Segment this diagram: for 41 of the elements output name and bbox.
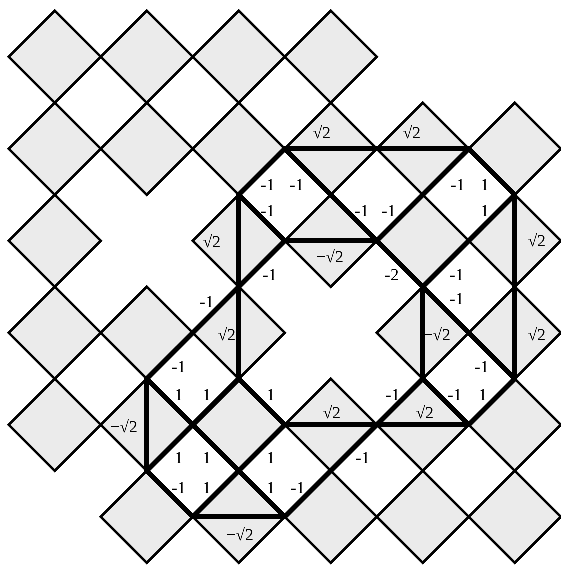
weight-label: 1 (202, 386, 212, 404)
weight-label: √2 (323, 404, 341, 422)
weight-label: 1 (478, 386, 488, 404)
weight-label: √2 (528, 326, 546, 344)
weight-label: √2 (528, 232, 546, 250)
weight-label: -1 (260, 176, 276, 194)
weight-label: 1 (202, 480, 212, 496)
weight-label: √2 (416, 404, 434, 422)
weight-label: -1 (450, 290, 464, 308)
weight-label: -1 (172, 358, 186, 376)
weight-label: 1 (202, 450, 212, 466)
weight-label: -2 (384, 266, 400, 284)
weight-label: 1 (266, 386, 276, 404)
weight-label: -1 (290, 480, 306, 496)
weight-label: -1 (450, 176, 466, 194)
weight-label: -1 (356, 450, 370, 466)
weight-label: −√2 (316, 248, 344, 266)
weight-label: √2 (203, 234, 221, 250)
weight-label: √2 (403, 124, 421, 142)
weight-label: 1 (174, 450, 184, 466)
weight-label: 1 (174, 386, 184, 404)
weight-label: -1 (200, 294, 214, 310)
weight-label: √2 (313, 124, 331, 142)
weight-label: -1 (354, 202, 370, 220)
weight-label: 1 (266, 450, 276, 466)
weight-label: -1 (474, 358, 490, 376)
weight-label: −√2 (110, 418, 138, 436)
weight-label: √2 (218, 326, 236, 344)
weight-label: 1 (266, 480, 276, 496)
weight-label: -1 (262, 266, 278, 284)
weight-label: 1 (480, 176, 490, 194)
weight-label: -1 (450, 266, 464, 284)
weight-label: -1 (260, 202, 276, 220)
weight-label: -1 (448, 386, 462, 404)
weight-label: −√2 (423, 326, 451, 344)
weight-label: -1 (172, 480, 186, 496)
weight-label: -1 (382, 202, 396, 220)
weight-label: -1 (290, 176, 304, 194)
weight-label: −√2 (226, 526, 254, 544)
weight-label: 1 (480, 202, 490, 220)
weight-label: -1 (386, 386, 400, 404)
